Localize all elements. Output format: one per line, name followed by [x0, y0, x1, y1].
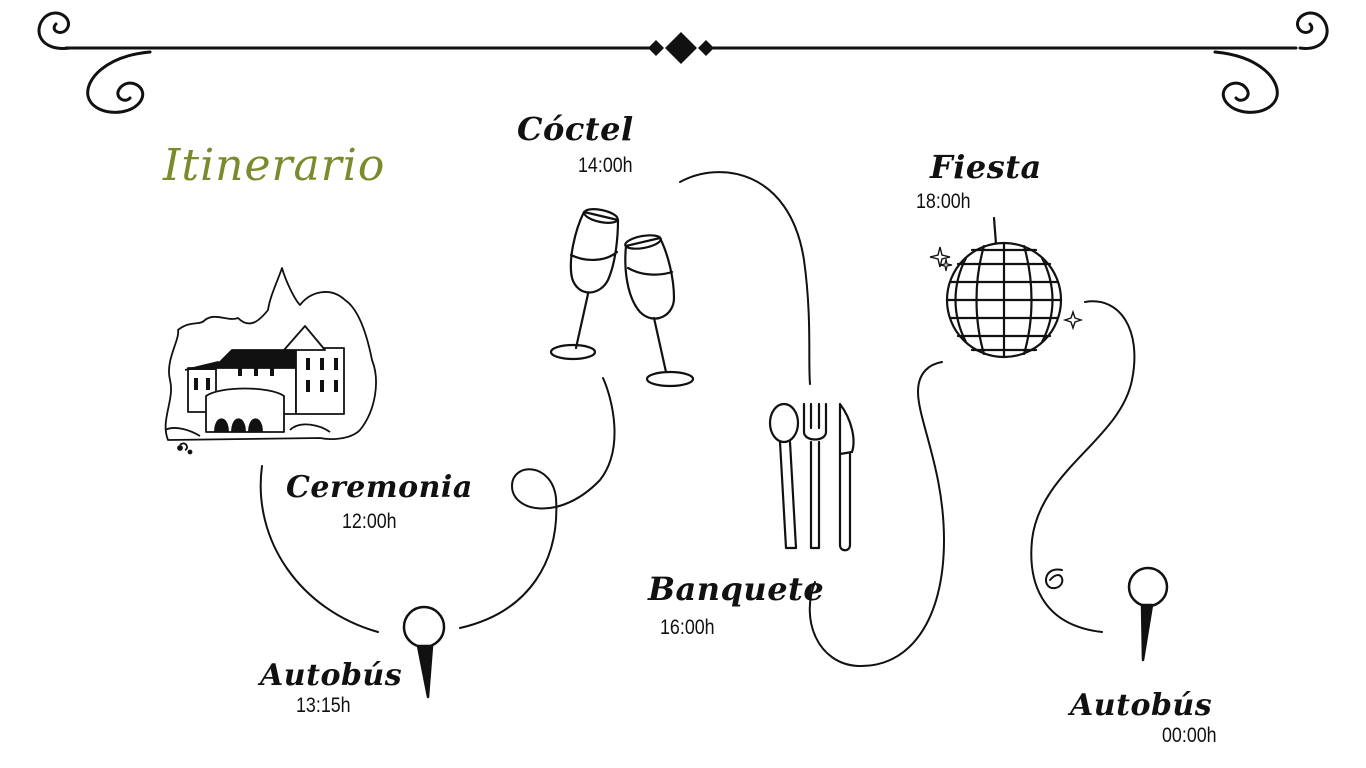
event-name-autobus-1: Autobús	[260, 658, 403, 693]
map-pin-icon	[404, 607, 444, 697]
event-time-coctel: 14:00h	[578, 154, 633, 177]
event-name-autobus-2: Autobús	[1070, 688, 1213, 723]
disco-ball-icon	[930, 218, 1081, 357]
champagne-glasses-icon	[551, 207, 693, 386]
ornamental-flourish-icon	[39, 13, 1327, 112]
event-time-autobus-1: 13:15h	[296, 694, 351, 717]
cutlery-icon	[770, 404, 854, 550]
event-time-autobus-2: 00:00h	[1162, 724, 1217, 747]
castle-illustration-icon	[165, 268, 376, 454]
event-name-ceremonia: Ceremonia	[286, 470, 473, 505]
event-time-fiesta: 18:00h	[916, 190, 971, 213]
event-name-coctel: Cóctel	[517, 110, 634, 148]
page-title: Itinerario	[163, 140, 386, 191]
event-name-fiesta: Fiesta	[930, 148, 1042, 186]
route-path	[261, 172, 1135, 666]
event-time-banquete: 16:00h	[660, 616, 715, 639]
event-time-ceremonia: 12:00h	[342, 510, 397, 533]
map-pin-icon	[1129, 568, 1167, 660]
event-name-banquete: Banquete	[648, 570, 825, 608]
